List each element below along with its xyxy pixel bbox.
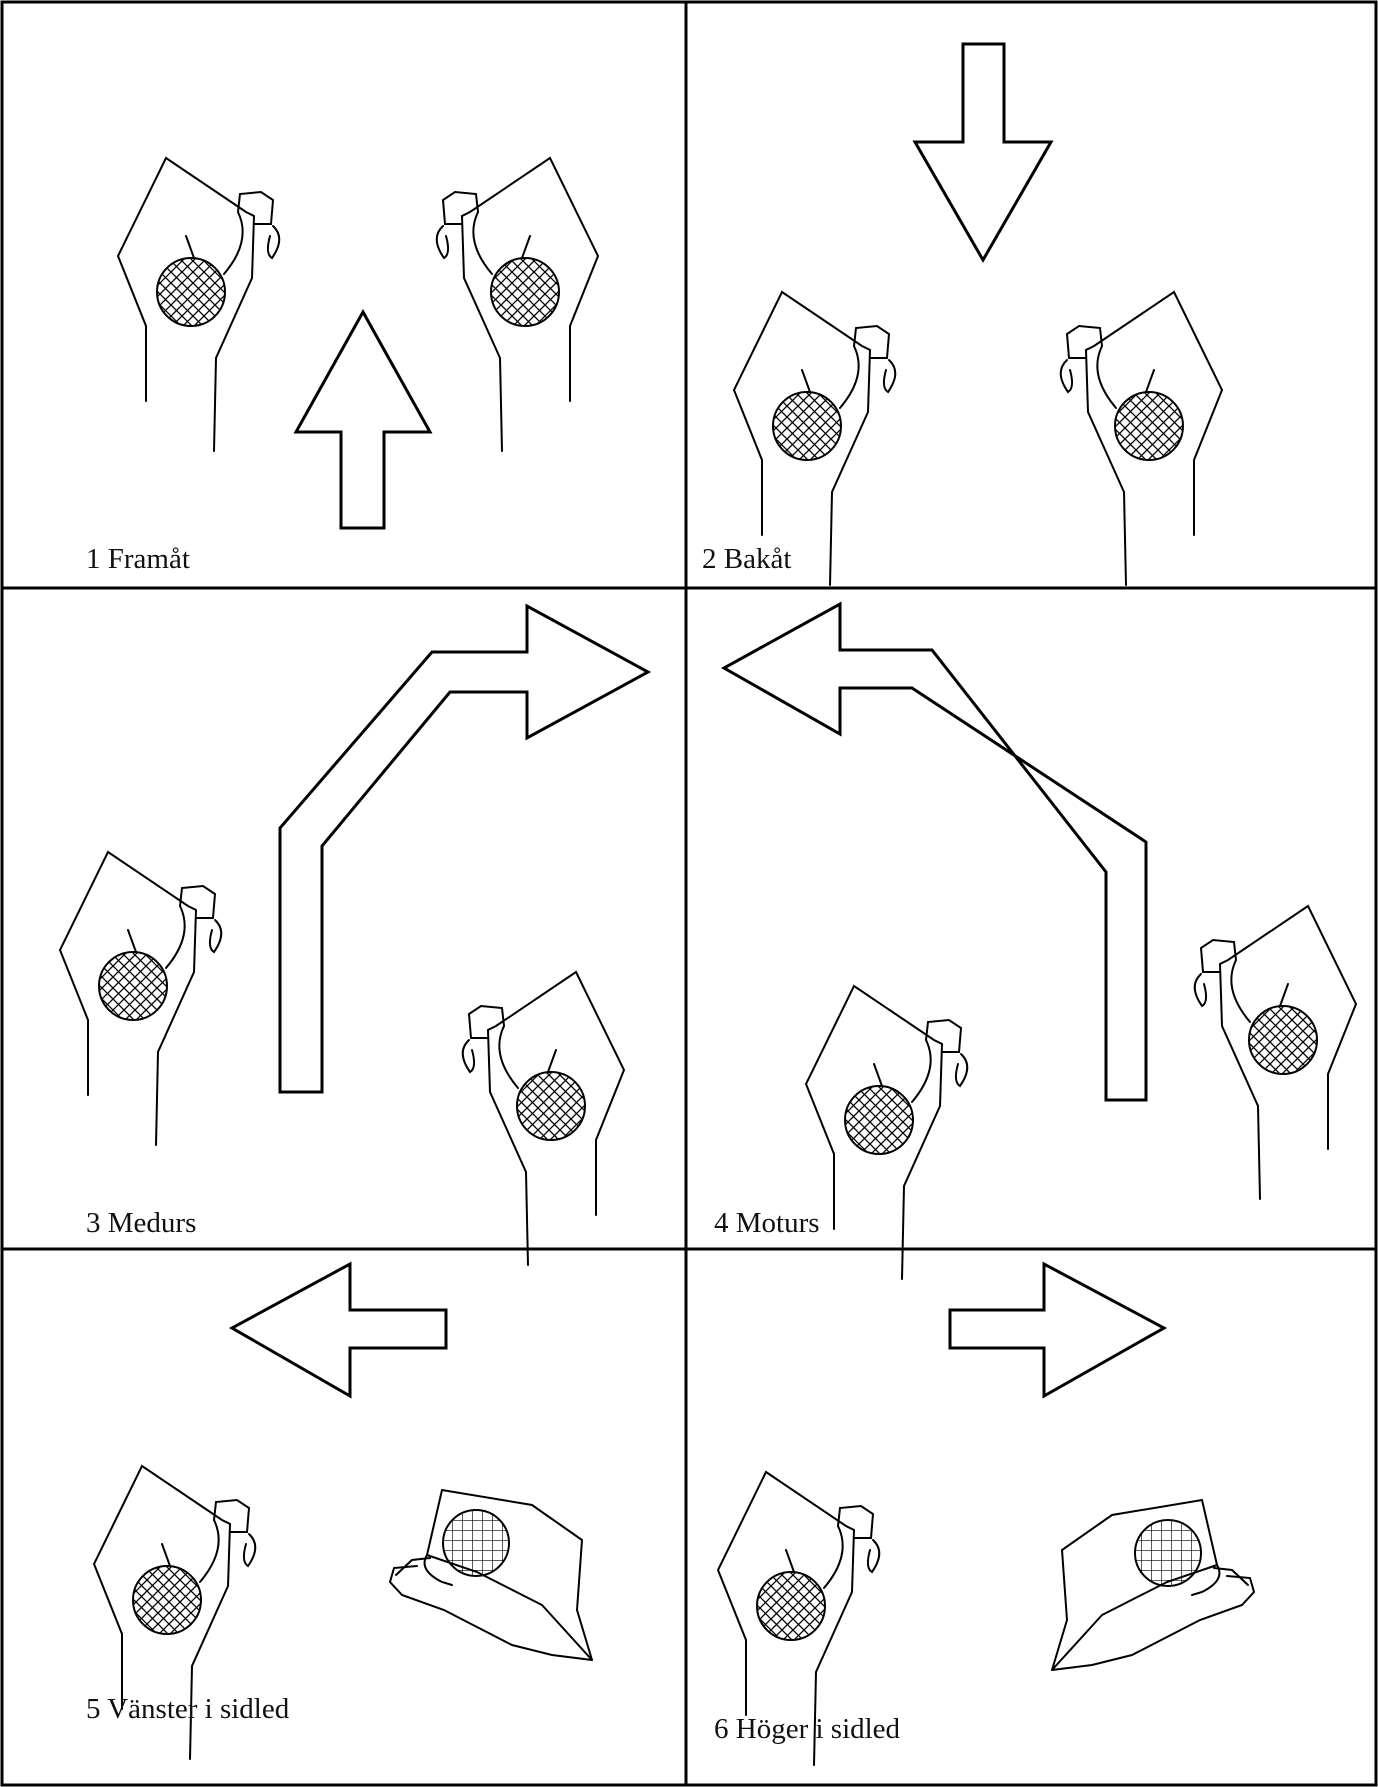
panel-right-sideways: 6 Höger i sidled <box>714 1264 1254 1765</box>
arrow-up-icon <box>296 312 430 528</box>
right-hand-icon <box>60 852 221 1145</box>
panel-forward: 1 Framåt <box>86 158 598 575</box>
right-hand-icon <box>118 158 279 451</box>
panel-label: 5 Vänster i sidled <box>86 1693 290 1725</box>
arrow-left-icon <box>232 1264 446 1396</box>
right-hand-icon <box>806 986 967 1279</box>
arrow-clockwise-icon <box>280 606 648 1092</box>
panel-label: 4 Moturs <box>714 1207 820 1239</box>
panel-label: 6 Höger i sidled <box>714 1713 901 1745</box>
arrow-down-icon <box>915 44 1051 260</box>
left-hand-icon <box>1061 292 1222 585</box>
panel-backward: 2 Bakåt <box>702 44 1222 585</box>
left-hand-icon <box>463 972 624 1265</box>
panel-left-sideways: 5 Vänster i sidled <box>86 1264 592 1759</box>
right-hand-icon <box>734 292 895 585</box>
arrow-counterclockwise-icon <box>724 604 1146 1100</box>
panel-label: 3 Medurs <box>86 1207 196 1239</box>
sideways-hand-icon <box>1052 1500 1254 1670</box>
panel-clockwise: 3 Medurs <box>60 606 648 1265</box>
panel-label: 2 Bakåt <box>702 543 791 575</box>
panel-label: 1 Framåt <box>86 543 190 575</box>
left-hand-icon <box>1195 906 1356 1199</box>
panel-counterclockwise: 4 Moturs <box>714 604 1356 1279</box>
left-hand-icon <box>437 158 598 451</box>
sideways-hand-icon <box>390 1490 592 1660</box>
arrow-right-icon <box>950 1264 1164 1396</box>
